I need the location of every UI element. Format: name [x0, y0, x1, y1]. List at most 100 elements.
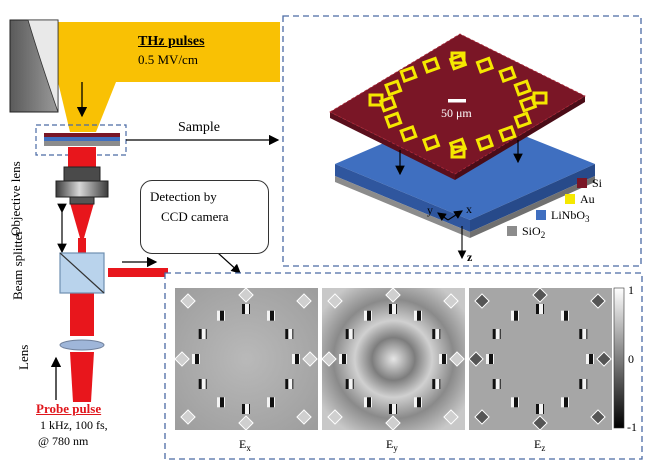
gold-resonator — [384, 79, 403, 97]
gold-resonator — [450, 145, 466, 159]
field-marker — [514, 310, 518, 321]
gold-resonator — [498, 65, 517, 83]
axis-z-label: z — [467, 250, 473, 264]
axis-y-label: y — [427, 203, 433, 217]
field-marker — [582, 379, 587, 389]
gold-resonator — [368, 93, 384, 107]
field-marker — [238, 415, 254, 431]
gold-resonator — [513, 79, 532, 97]
field-marker — [489, 354, 493, 364]
panel-label-ez: Ez — [534, 437, 546, 453]
field-marker — [342, 354, 346, 364]
field-marker — [443, 409, 459, 425]
field-marker — [367, 310, 371, 321]
field-marker — [435, 329, 440, 339]
field-marker — [596, 351, 612, 367]
parabolic-mirror — [9, 19, 59, 113]
field-marker — [174, 351, 190, 367]
field-marker — [270, 310, 274, 321]
gold-resonators — [368, 51, 548, 159]
field-marker — [474, 293, 490, 309]
field-marker — [417, 310, 421, 321]
field-marker — [385, 287, 401, 303]
field-marker — [245, 304, 249, 314]
field-marker — [514, 397, 518, 408]
field-marker — [327, 409, 343, 425]
objective-lens — [55, 166, 109, 205]
lens-label: Lens — [16, 344, 31, 370]
colorbar-max: 1 — [628, 283, 634, 297]
gold-resonator — [532, 91, 548, 105]
probe-title: Probe pulse — [36, 401, 102, 416]
field-marker — [321, 351, 337, 367]
field-marker — [367, 397, 371, 408]
legend-au: Au — [580, 192, 595, 206]
focusing-lens — [59, 339, 105, 351]
gold-resonator — [399, 125, 418, 143]
field-marker — [474, 409, 490, 425]
coordinate-axes — [437, 210, 467, 260]
field-marker — [417, 397, 421, 408]
field-marker — [495, 329, 500, 339]
axis-x-label: x — [466, 202, 472, 216]
field-marker — [288, 329, 293, 339]
field-marker — [539, 304, 543, 314]
beam-splitter — [59, 252, 105, 294]
field-marker — [495, 379, 500, 389]
field-marker — [564, 310, 568, 321]
detection-line1: Detection by — [150, 189, 217, 204]
field-marker — [180, 409, 196, 425]
field-marker — [295, 354, 299, 364]
field-marker — [302, 351, 318, 367]
field-marker — [195, 354, 199, 364]
field-marker — [348, 329, 353, 339]
field-marker — [296, 409, 312, 425]
detection-line2: CCD camera — [161, 209, 229, 224]
probe-rep-rate: 1 kHz, 100 fs, — [40, 418, 108, 432]
sample-3d — [329, 33, 595, 238]
field-marker — [348, 379, 353, 389]
detection-arrow — [217, 252, 241, 274]
panel-label-ex: Ex — [239, 437, 251, 453]
colorbar — [613, 287, 625, 429]
field-marker — [392, 404, 396, 414]
field-marker — [449, 351, 465, 367]
colorbar-mid: 0 — [628, 352, 634, 366]
field-marker — [288, 379, 293, 389]
scale-bar-label: 50 μm — [441, 106, 472, 120]
gold-resonator — [513, 111, 532, 129]
probe-beam — [68, 147, 168, 402]
objective-lens-label: Objective lens — [8, 161, 23, 236]
field-marker — [468, 351, 484, 367]
legend-si: Si — [592, 176, 603, 190]
gold-resonator — [399, 65, 418, 83]
field-marker — [238, 287, 254, 303]
field-marker — [582, 329, 587, 339]
gold-resonator — [421, 56, 441, 74]
field-marker — [245, 404, 249, 414]
field-marker — [532, 287, 548, 303]
gold-resonator — [475, 56, 495, 74]
field-marker — [589, 354, 593, 364]
thz-title: THz pulses — [138, 34, 205, 49]
detection-callout — [140, 180, 269, 254]
gold-resonator — [384, 111, 403, 129]
field-marker — [442, 354, 446, 364]
legend-linbo3: LiNbO3 — [551, 208, 590, 224]
field-marker — [201, 379, 206, 389]
material-legend — [507, 178, 587, 236]
field-marker — [564, 397, 568, 408]
legend-sio2: SiO2 — [522, 224, 546, 240]
field-marker — [220, 310, 224, 321]
gold-resonator — [421, 134, 441, 152]
field-marker — [532, 415, 548, 431]
probe-wavelength: @ 780 nm — [38, 434, 89, 448]
beam-splitter-label: Beam splitter — [10, 230, 25, 300]
field-marker — [270, 397, 274, 408]
field-marker — [327, 293, 343, 309]
field-marker — [296, 293, 312, 309]
field-marker — [180, 293, 196, 309]
panel-label-ey: Ey — [386, 437, 398, 453]
thz-field-strength: 0.5 MV/cm — [138, 52, 198, 67]
